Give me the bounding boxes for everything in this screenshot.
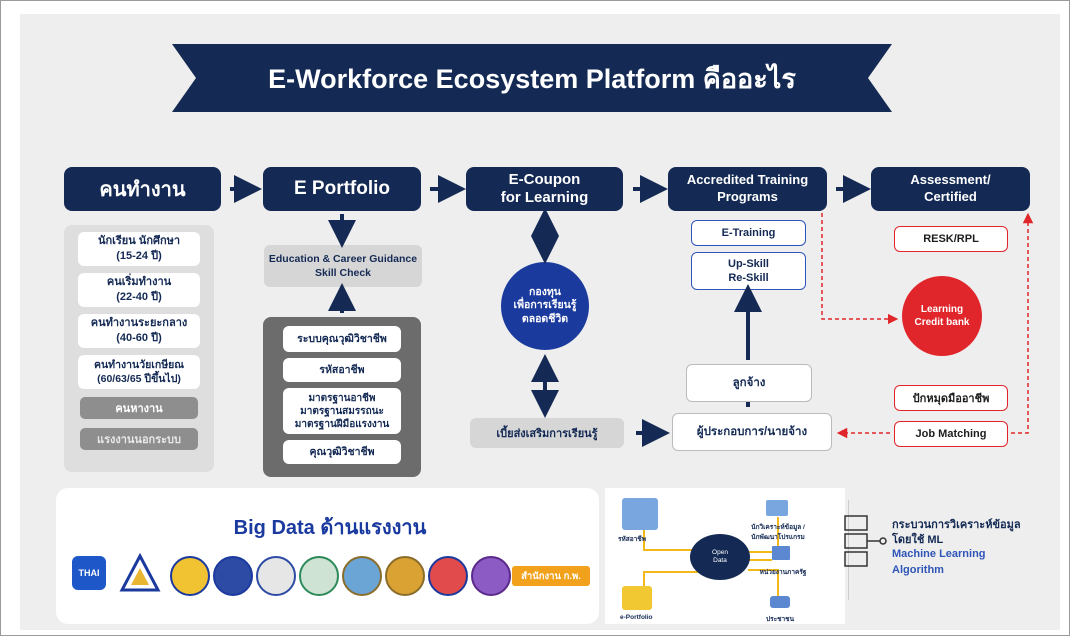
standard-professional-qualification: คุณวุฒิวิชาชีพ — [283, 440, 401, 464]
computer-icon — [766, 500, 788, 516]
open-data-e-portfolio: e-Portfolio — [620, 614, 653, 621]
open-data-analysts: นักวิเคราะห์ข้อมูล / นักพัฒนาโปรแกรม — [751, 524, 805, 541]
ml-process-title: กระบวนการวิเคราะห์ข้อมูล — [892, 519, 1021, 531]
occupation-code-icon — [622, 498, 658, 530]
worker-group-students: นักเรียน นักศึกษา (15-24 ปี) — [78, 232, 200, 266]
workers-header: คนทำงาน — [64, 167, 221, 211]
divider — [848, 500, 849, 600]
big-data-title: Big Data ด้านแรงงาน — [233, 517, 427, 539]
learning-allowance-box: เบี้ยส่งเสริมการเรียนรู้ — [470, 418, 624, 448]
employer-box: ผู้ประกอบการ/นายจ้าง — [672, 413, 832, 451]
open-data-government: หน่วยงานภาครัฐ — [759, 569, 807, 576]
agency-logo-5 — [342, 556, 382, 596]
job-seekers-button: คนหางาน — [80, 397, 198, 419]
ocsc-logo: สำนักงาน ก.พ. — [512, 566, 590, 586]
people-icon — [770, 596, 790, 608]
assessment-header: Assessment/ Certified — [871, 167, 1030, 211]
big-data-panel — [56, 488, 599, 624]
worker-group-starters: คนเริ่มทำงาน (22-40 ปี) — [78, 273, 200, 307]
agency-logo-4 — [299, 556, 339, 596]
agency-logo-8 — [471, 556, 511, 596]
agency-logo-1 — [170, 556, 210, 596]
open-data-occupation-code: รหัสอาชีพ — [618, 536, 646, 543]
training-header: Accredited Training Programs — [668, 167, 827, 211]
worker-group-mid-career: คนทำงานระยะกลาง (40-60 ปี) — [78, 314, 200, 348]
e-portfolio-icon — [622, 586, 652, 610]
informal-workers-button: แรงงานนอกระบบ — [80, 428, 198, 450]
professional-pin-box: ปักหมุดมืออาชีพ — [894, 385, 1008, 411]
open-data-center: Open Data — [690, 534, 750, 580]
page-title: E-Workforce Ecosystem Platform คืออะไร — [268, 63, 796, 94]
coupon-header: E-Coupon for Learning — [466, 167, 623, 211]
resk-rpl-box: RESK/RPL — [894, 226, 1008, 252]
agency-logo-7 — [428, 556, 468, 596]
career-guidance-box: Education & Career Guidance Skill Check — [264, 245, 422, 287]
open-data-citizens: ประชาชน — [765, 616, 795, 623]
thai-logo: THAI — [72, 556, 106, 590]
standard-occupation-code: รหัสอาชีพ — [283, 358, 401, 382]
standard-qualification-system: ระบบคุณวุฒิวิชาชีพ — [283, 326, 401, 352]
government-icon — [772, 546, 790, 560]
employee-box: ลูกจ้าง — [686, 364, 812, 402]
upskill-reskill-box: Up-Skill Re-Skill — [691, 252, 806, 290]
agency-logo-6 — [385, 556, 425, 596]
agency-logo-2 — [213, 556, 253, 596]
e-training-box: E-Training — [691, 220, 806, 246]
agency-logo-3 — [256, 556, 296, 596]
portfolio-header: E Portfolio — [263, 167, 421, 211]
ml-label-line1: Machine Learning — [892, 548, 986, 560]
ml-label-line2: Algorithm — [892, 564, 944, 576]
standard-competency: มาตรฐานอาชีพ มาตรฐานสมรรถนะ มาตรฐานฝีมือ… — [283, 388, 401, 434]
ml-process-subtitle: โดยใช้ ML — [892, 534, 944, 546]
worker-group-retirees: คนทำงานวัยเกษียณ (60/63/65 ปีขึ้นไป) — [78, 355, 200, 389]
lifelong-learning-fund-circle: กองทุน เพื่อการเรียนรู้ ตลอดชีวิต — [501, 262, 589, 350]
job-matching-box: Job Matching — [894, 421, 1008, 447]
learning-credit-bank-circle: Learning Credit bank — [902, 276, 982, 356]
